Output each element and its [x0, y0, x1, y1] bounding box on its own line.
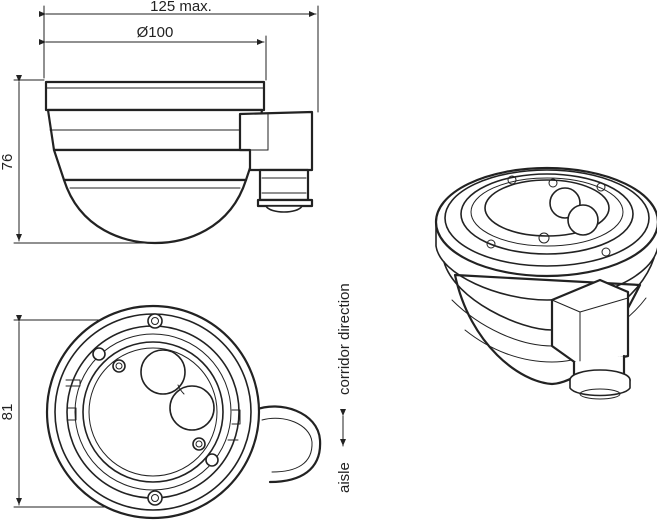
height-bottom-label: 81	[0, 404, 16, 421]
aisle-label: aisle	[336, 462, 353, 493]
side-sensor-box	[238, 110, 314, 213]
bottom-view: 81	[0, 304, 322, 520]
side-body	[44, 80, 266, 245]
direction-labels: corridor direction aisle	[336, 283, 353, 493]
rib-marks	[65, 379, 241, 441]
height-side-label: 76	[0, 154, 16, 171]
cable-entry-lobes	[92, 347, 219, 467]
overall-width-label: 125 max.	[150, 0, 212, 15]
dimension-height-side: 76	[0, 75, 151, 244]
screw-holes	[112, 313, 206, 506]
side-view: 125 max. Ø100 76	[0, 0, 319, 245]
corridor-direction-label: corridor direction	[336, 283, 353, 395]
diameter-label: Ø100	[137, 24, 174, 41]
iso-view	[434, 166, 657, 400]
dimension-overall-width: 125 max.	[39, 0, 319, 113]
dimension-diameter: Ø100	[39, 24, 267, 81]
